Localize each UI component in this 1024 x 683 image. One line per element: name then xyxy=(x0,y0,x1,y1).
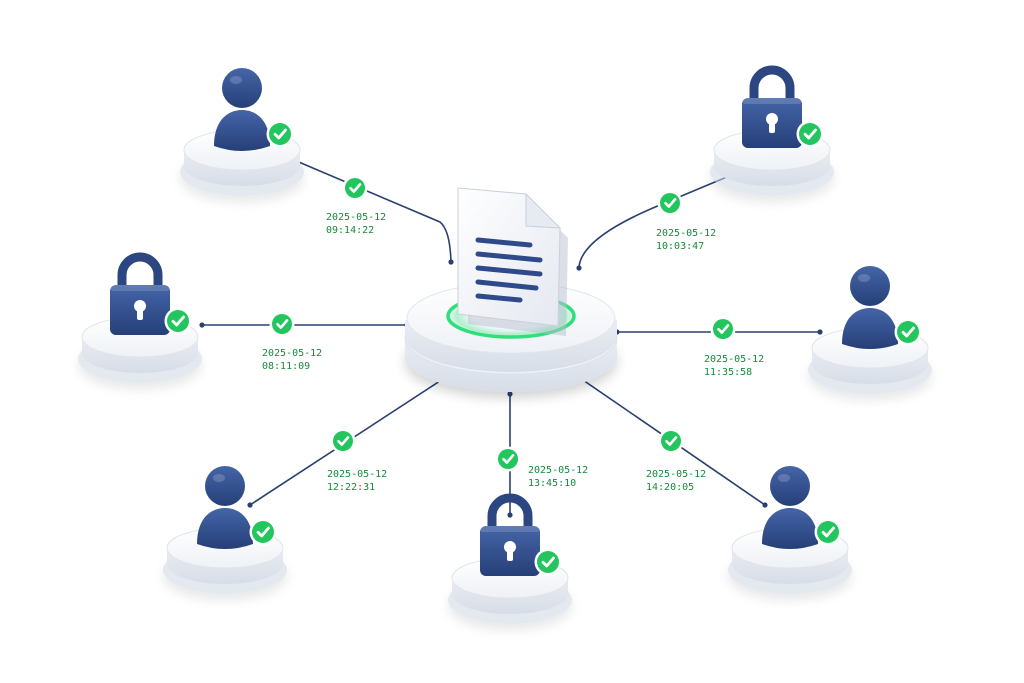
lock-icon xyxy=(742,65,802,148)
check-icon xyxy=(534,548,562,576)
timestamp-time: 13:45:10 xyxy=(528,478,577,489)
timestamp-date: 2025-05-12 xyxy=(646,469,707,480)
user-icon xyxy=(762,466,818,549)
timestamp-time: 11:35:58 xyxy=(704,367,753,378)
connector-line-top-left xyxy=(293,159,452,263)
timestamp-time: 09:14:22 xyxy=(326,225,375,236)
timestamp-date: 2025-05-12 xyxy=(327,469,388,480)
timestamp-bottom-left: 2025-05-12 12:22:31 xyxy=(327,468,387,494)
timestamp-left: 2025-05-12 08:11:09 xyxy=(262,347,322,373)
node-top-left[interactable] xyxy=(180,68,304,196)
check-icon xyxy=(269,311,295,337)
node-bottom-left[interactable] xyxy=(163,466,287,594)
check-icon xyxy=(249,518,277,546)
timestamp-date: 2025-05-12 xyxy=(656,228,717,239)
timestamp-bottom: 2025-05-12 13:45:10 xyxy=(528,464,588,490)
lock-icon xyxy=(110,252,170,335)
check-icon xyxy=(164,307,192,335)
node-bottom[interactable] xyxy=(448,493,572,624)
verified-badges xyxy=(269,175,736,472)
check-icon xyxy=(814,518,842,546)
timestamp-bottom-right: 2025-05-12 14:20:05 xyxy=(646,468,706,494)
node-platforms xyxy=(78,65,932,624)
timestamp-time: 10:03:47 xyxy=(656,241,705,252)
timestamp-top-right: 2025-05-12 10:03:47 xyxy=(656,227,716,253)
check-icon xyxy=(342,175,368,201)
check-icon xyxy=(266,120,294,148)
node-top-right[interactable] xyxy=(710,65,834,196)
connector-line-top-right xyxy=(578,173,735,269)
node-left[interactable] xyxy=(78,252,202,383)
node-bottom-right[interactable] xyxy=(728,466,852,594)
check-icon xyxy=(796,120,824,148)
timestamp-time: 14:20:05 xyxy=(646,482,695,493)
check-icon xyxy=(657,190,683,216)
check-icon xyxy=(495,446,521,472)
timestamp-date: 2025-05-12 xyxy=(262,348,323,359)
timestamp-time: 12:22:31 xyxy=(327,482,376,493)
timestamp-time: 08:11:09 xyxy=(262,361,311,372)
timestamp-top-left: 2025-05-12 09:14:22 xyxy=(326,211,386,237)
check-icon xyxy=(894,318,922,346)
central-document-hub[interactable] xyxy=(404,187,618,392)
lock-icon xyxy=(480,493,540,576)
user-icon xyxy=(842,266,898,349)
check-icon xyxy=(658,428,684,454)
document-icon xyxy=(457,187,568,336)
check-icon xyxy=(710,316,736,342)
node-right[interactable] xyxy=(808,266,932,394)
timestamp-right: 2025-05-12 11:35:58 xyxy=(704,353,764,379)
user-icon xyxy=(197,466,253,549)
check-icon xyxy=(330,428,356,454)
timestamp-date: 2025-05-12 xyxy=(704,354,765,365)
timestamp-date: 2025-05-12 xyxy=(528,465,589,476)
timestamp-date: 2025-05-12 xyxy=(326,212,387,223)
user-icon xyxy=(214,68,270,151)
